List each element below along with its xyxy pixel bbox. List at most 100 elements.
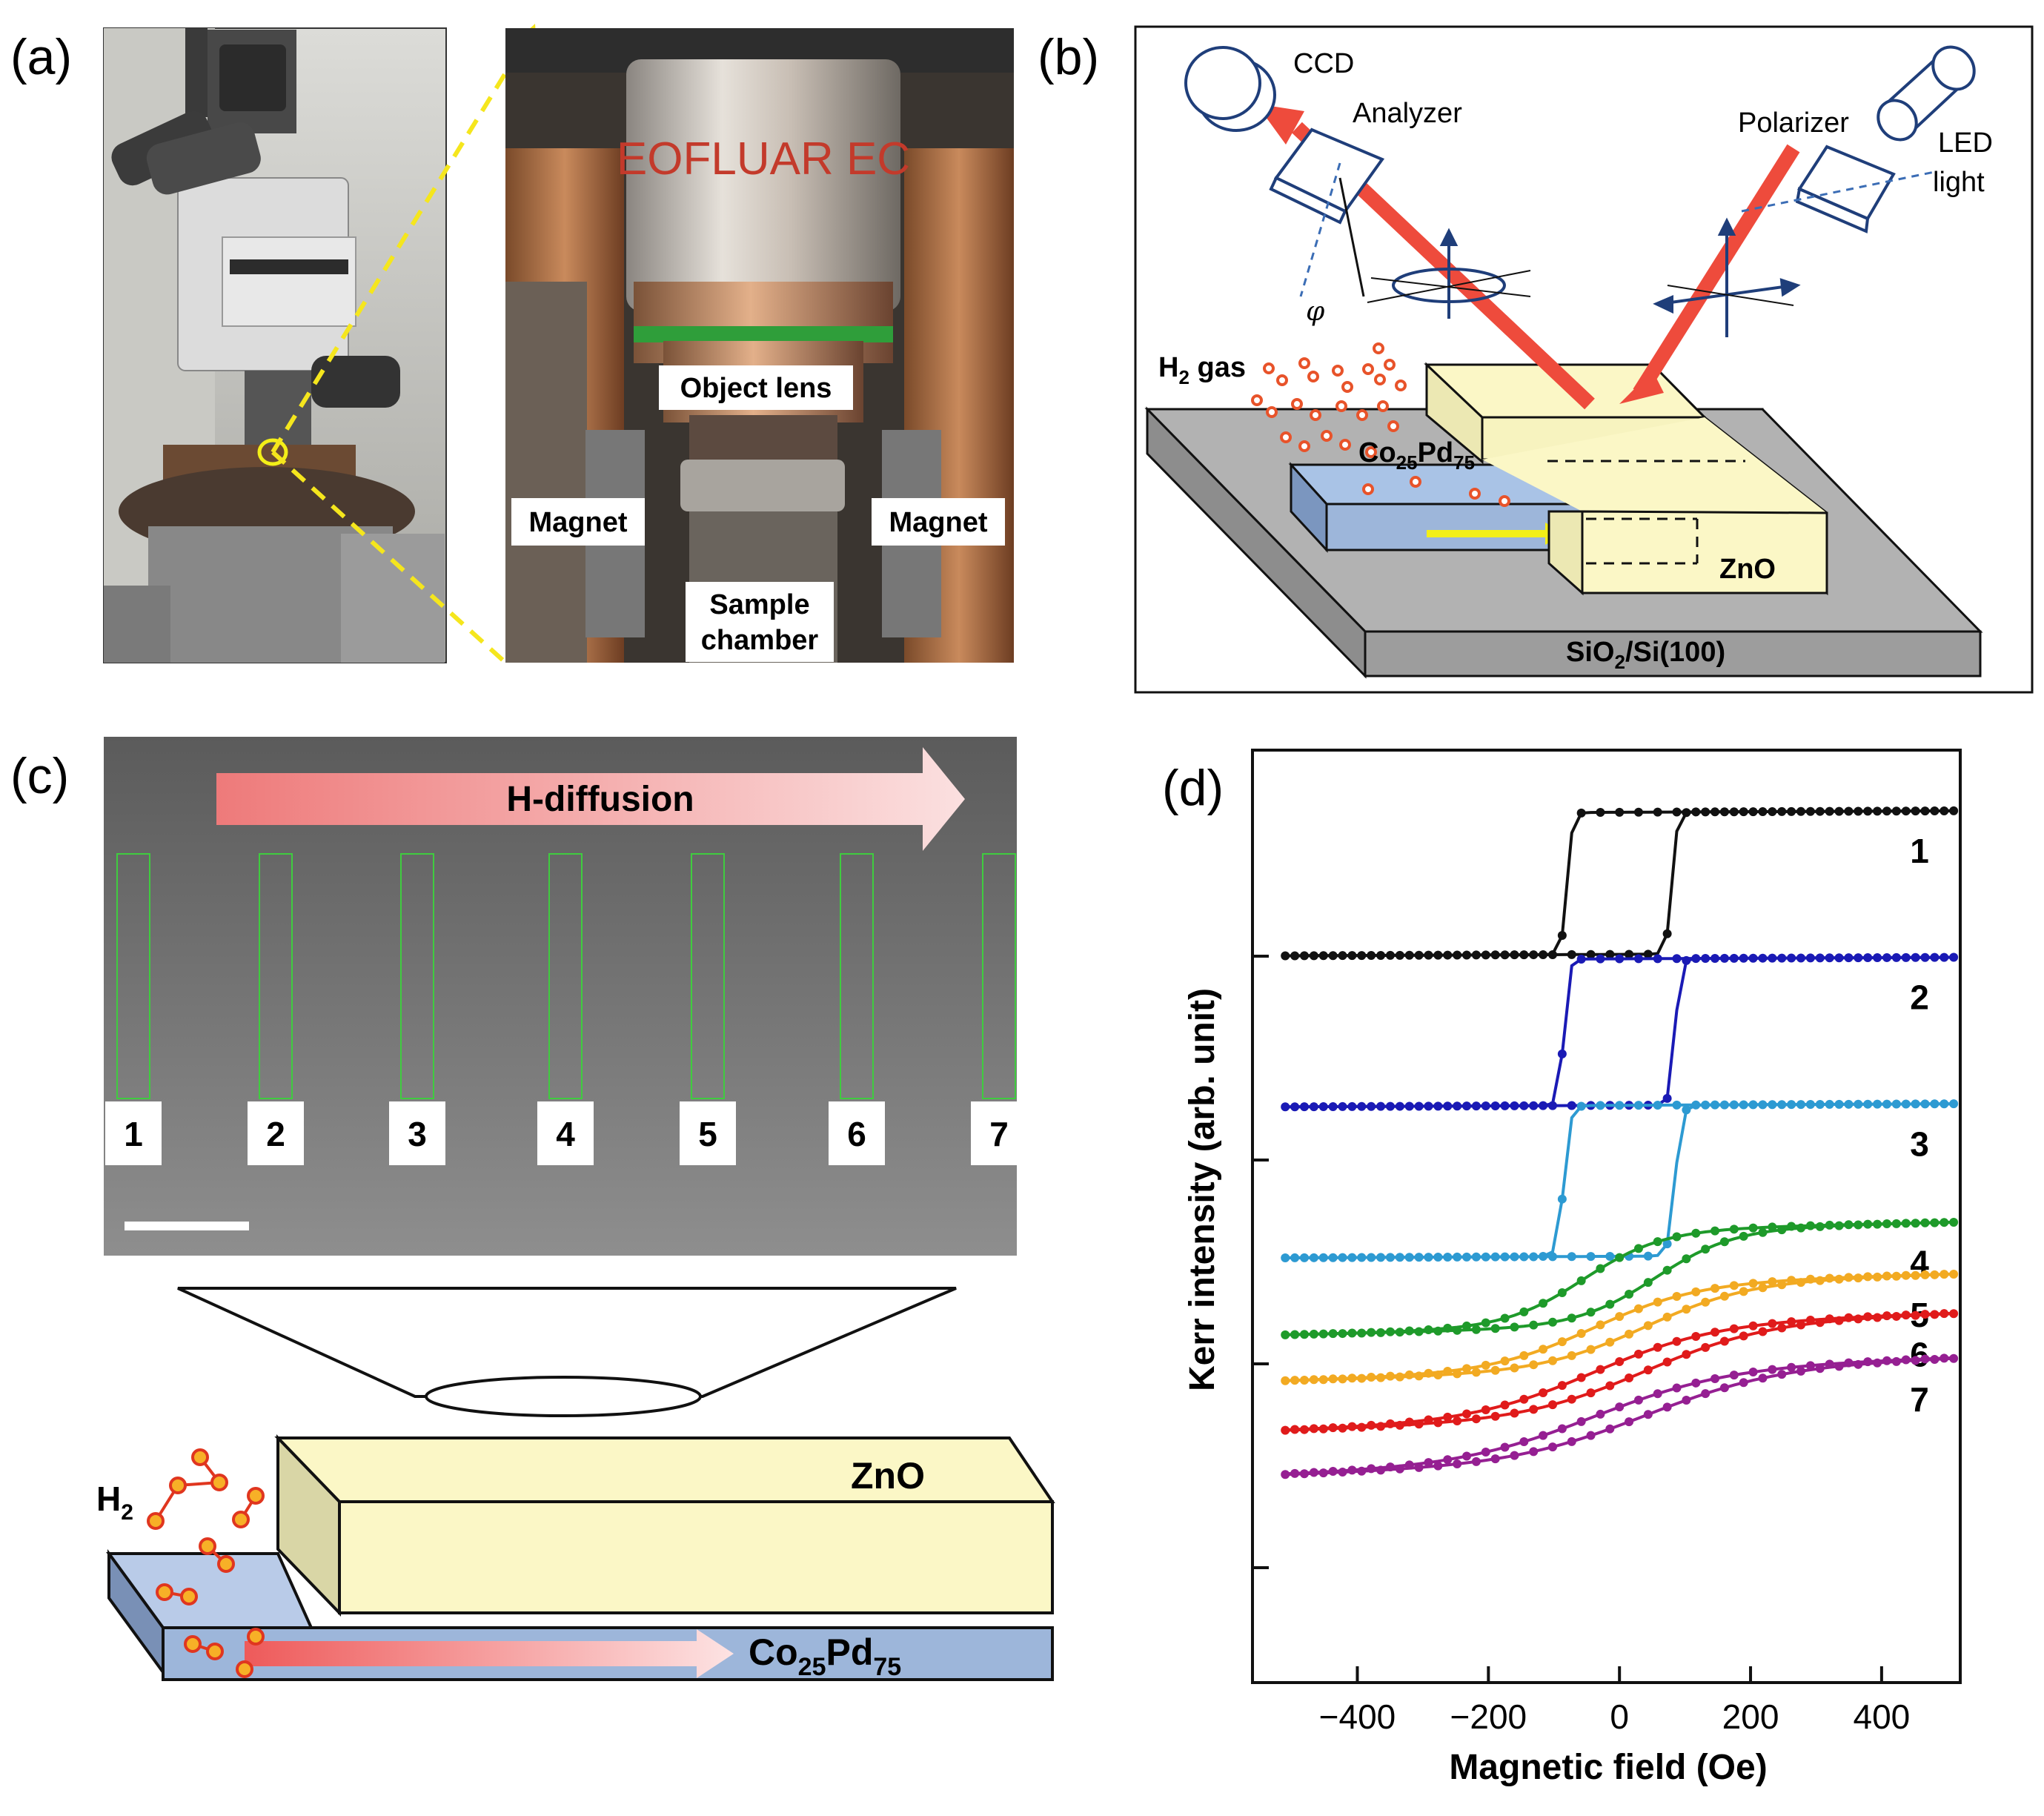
data-point <box>1500 1400 1510 1410</box>
roi-rect-5 <box>691 853 725 1099</box>
diffusion-arrow-c <box>245 1629 734 1678</box>
data-point <box>1347 1328 1357 1338</box>
data-point <box>1805 1221 1815 1230</box>
data-point <box>1863 1099 1873 1109</box>
zoomed-photo: EOFLUAR EC Object lens Magnet Magnet Sam… <box>505 28 1014 663</box>
data-point <box>1930 1270 1940 1279</box>
data-point <box>1309 1102 1318 1112</box>
data-point <box>1290 1468 1300 1478</box>
data-point <box>1338 1329 1347 1339</box>
data-point <box>1481 950 1490 960</box>
sample-label: Sample <box>709 589 809 620</box>
data-point <box>1662 1402 1672 1412</box>
data-point <box>1911 806 1920 816</box>
data-point <box>1672 954 1682 964</box>
data-point <box>1290 1253 1300 1262</box>
data-point <box>1633 954 1643 964</box>
data-point <box>1404 1253 1414 1262</box>
zno-layer <box>338 1500 1054 1614</box>
data-point <box>1834 1362 1844 1371</box>
data-point <box>1471 1325 1481 1334</box>
data-point <box>1462 1364 1472 1373</box>
data-point <box>1882 1219 1891 1228</box>
data-point <box>1796 953 1805 963</box>
data-point <box>1367 1373 1376 1382</box>
led-label-line1: LED <box>1938 127 1993 159</box>
data-point <box>1920 1218 1930 1227</box>
data-point <box>1787 806 1796 816</box>
region-label-bg-2 <box>248 1101 304 1165</box>
data-point <box>1414 1462 1424 1472</box>
data-point <box>1777 1225 1787 1235</box>
data-point <box>1682 1254 1691 1264</box>
data-point <box>1873 1272 1882 1282</box>
data-point <box>1719 807 1729 817</box>
data-point <box>1385 1101 1395 1111</box>
data-point <box>1882 1271 1891 1281</box>
data-point <box>1949 1217 1959 1227</box>
data-point <box>1338 1101 1347 1111</box>
data-point <box>1338 1468 1347 1477</box>
x-tick-label: 400 <box>1854 1697 1911 1736</box>
data-point <box>1347 1373 1357 1383</box>
data-point <box>1567 1101 1576 1110</box>
data-point <box>1949 952 1959 962</box>
roi-rect-1 <box>116 853 150 1099</box>
microscope-photo <box>103 24 537 663</box>
data-point <box>1347 1465 1357 1475</box>
zoom-circle <box>257 438 288 466</box>
data-point <box>1710 953 1720 963</box>
zoom-line-top <box>271 28 534 454</box>
data-point <box>1596 1264 1605 1273</box>
data-point <box>1557 1049 1567 1058</box>
data-point <box>1462 1321 1472 1330</box>
data-point <box>1376 1253 1386 1262</box>
data-point <box>1490 1365 1500 1375</box>
data-point <box>1547 1317 1557 1327</box>
data-point <box>1672 1292 1682 1302</box>
data-point <box>1863 953 1873 963</box>
data-point <box>1338 1374 1347 1384</box>
data-point <box>1854 953 1863 963</box>
data-point <box>1891 952 1901 962</box>
data-point <box>1529 1252 1539 1262</box>
series-label-2: 2 <box>1910 978 1929 1017</box>
x-tick-label: −200 <box>1450 1697 1527 1736</box>
data-point <box>1500 1101 1510 1110</box>
chart-ylabel: Kerr intensity (arb. unit) <box>1183 988 1222 1391</box>
data-point <box>1719 1100 1729 1110</box>
data-point <box>1949 1099 1959 1109</box>
data-point <box>1844 806 1854 816</box>
h-diffusion-arrow <box>216 747 965 851</box>
data-point <box>1777 953 1787 963</box>
data-point <box>1825 953 1834 963</box>
x-tick-label: 200 <box>1722 1697 1779 1736</box>
data-point <box>1739 1378 1748 1388</box>
scale-bar <box>125 1222 249 1230</box>
data-point <box>1414 1253 1424 1262</box>
data-point <box>1309 1253 1318 1262</box>
data-point <box>1367 1464 1376 1474</box>
data-point <box>1758 1227 1768 1237</box>
magnet-right-label: Magnet <box>889 507 988 538</box>
data-point <box>1643 1251 1653 1261</box>
data-point <box>1424 1253 1433 1262</box>
data-point <box>1557 1337 1567 1347</box>
data-point <box>1357 1328 1367 1338</box>
analyzer-label: Analyzer <box>1353 98 1462 129</box>
data-point <box>1758 1283 1768 1293</box>
data-point <box>1844 1099 1854 1109</box>
data-point <box>1710 1100 1720 1110</box>
data-point <box>1385 1327 1395 1336</box>
kerr-chart: −400−20002004001234567 <box>1251 749 1962 1736</box>
data-point <box>1854 1359 1863 1369</box>
data-point <box>1911 952 1920 962</box>
data-point <box>1748 953 1758 963</box>
data-point <box>1653 1101 1662 1110</box>
data-point <box>1367 951 1376 961</box>
polarizer <box>1741 145 1935 233</box>
data-point <box>1815 1276 1825 1285</box>
data-point <box>1949 806 1959 815</box>
data-point <box>1682 1105 1691 1115</box>
data-point <box>1891 1219 1901 1228</box>
